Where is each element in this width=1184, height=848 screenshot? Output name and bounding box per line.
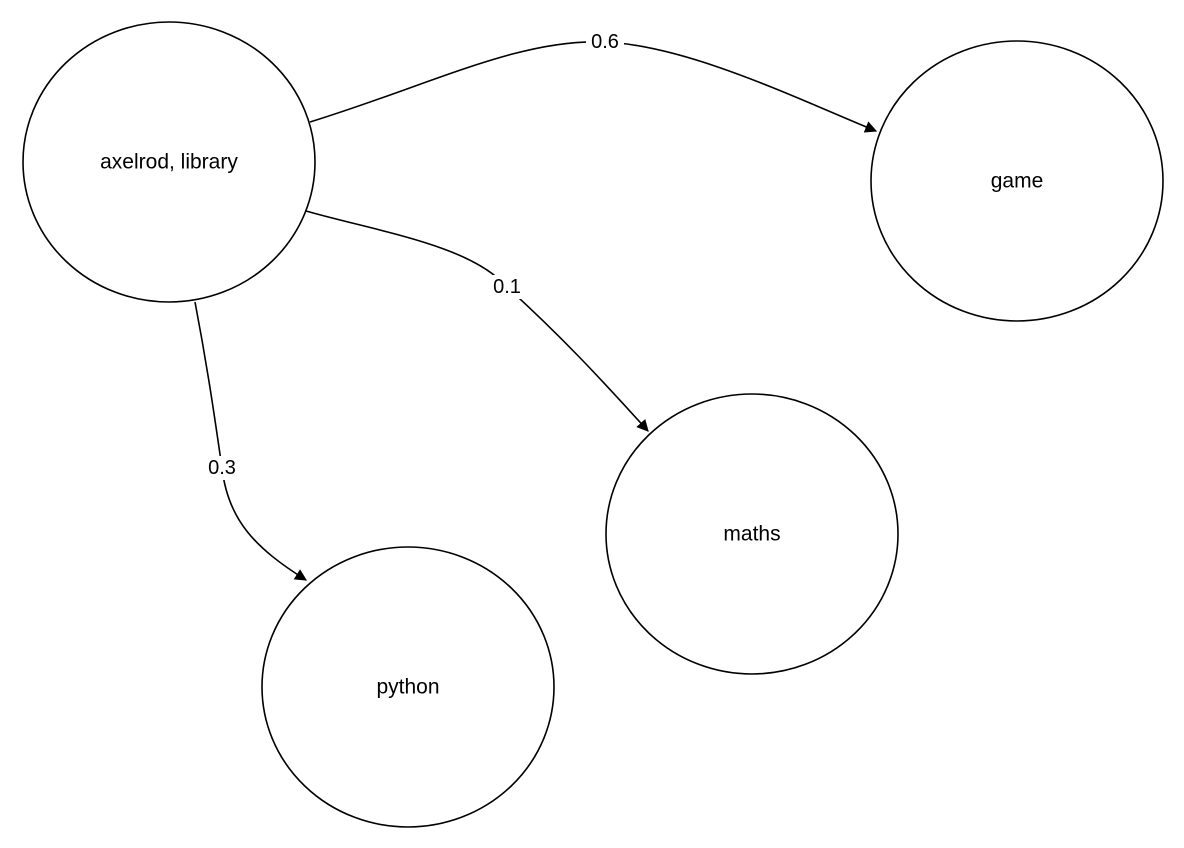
node-label-maths: maths: [723, 523, 780, 546]
edge-line-to-maths: [305, 210, 649, 432]
node-game[interactable]: game: [870, 40, 1164, 322]
edge-axelrod-to-maths: 0.1: [305, 210, 649, 432]
node-python[interactable]: python: [261, 546, 555, 828]
edge-axelrod-to-python: 0.3: [194, 301, 308, 581]
node-circle-python: [261, 546, 555, 828]
edge-axelrod-to-game: 0.6: [309, 31, 878, 133]
node-maths[interactable]: maths: [605, 393, 899, 675]
node-circle-maths: [605, 393, 899, 675]
edge-weight-to-maths: 0.1: [493, 276, 521, 298]
node-label-python: python: [376, 676, 439, 699]
node-circle-axelrod: [22, 21, 316, 303]
edge-weight-to-game: 0.6: [591, 31, 619, 53]
node-circle-game: [870, 40, 1164, 322]
node-label-game: game: [991, 170, 1044, 193]
edge-line-to-game: [309, 40, 878, 133]
node-label-axelrod: axelrod, library: [100, 151, 238, 174]
edge-weight-to-python: 0.3: [208, 457, 236, 479]
edge-line-to-python: [194, 301, 308, 581]
edge-label-bg-to-python: [203, 456, 241, 480]
node-axelrod-library[interactable]: axelrod, library: [22, 21, 316, 303]
edge-label-bg-to-maths: [489, 275, 527, 299]
edge-label-bg-to-game: [586, 31, 624, 53]
